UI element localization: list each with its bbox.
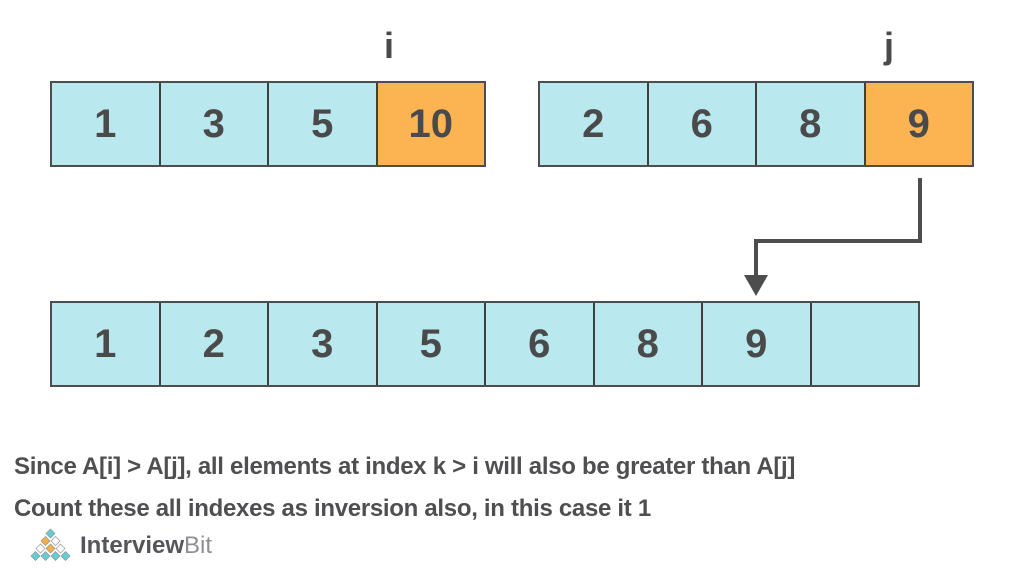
array-cell: 9 [701, 303, 810, 385]
array-cell: 2 [158, 303, 267, 385]
merged-array: 1 2 3 5 6 8 9 [50, 301, 920, 387]
logo-wordmark: InterviewBit [80, 528, 212, 563]
array-cell-highlighted: 10 [375, 83, 484, 165]
interviewbit-logo: InterviewBit [28, 528, 212, 563]
array-cell-highlighted: 9 [863, 83, 972, 165]
array-cell: 5 [267, 83, 376, 165]
array-cell: 1 [52, 83, 159, 165]
caption: Since A[i] > A[j], all elements at index… [14, 446, 1019, 530]
array-cell: 1 [52, 303, 159, 385]
array-cell: 2 [540, 83, 647, 165]
array-cell: 6 [646, 83, 755, 165]
array-cell: 5 [375, 303, 484, 385]
pointer-j-label: j [884, 25, 895, 66]
array-cell-empty [809, 303, 918, 385]
logo-text-light: Bit [184, 532, 213, 559]
right-subarray: 2 6 8 9 [538, 81, 974, 167]
logo-pyramid-icon [30, 528, 71, 561]
left-subarray: 1 3 5 10 [50, 81, 486, 167]
logo-text-bold: Interview [80, 532, 185, 559]
caption-line-1: Since A[i] > A[j], all elements at index… [14, 453, 796, 480]
array-cell: 3 [267, 303, 376, 385]
array-cell: 6 [484, 303, 593, 385]
pointer-i-label: i [384, 25, 395, 66]
array-cell: 8 [592, 303, 701, 385]
array-cell: 3 [158, 83, 267, 165]
array-cell: 8 [755, 83, 864, 165]
caption-line-2: Count these all indexes as inversion als… [14, 495, 651, 522]
